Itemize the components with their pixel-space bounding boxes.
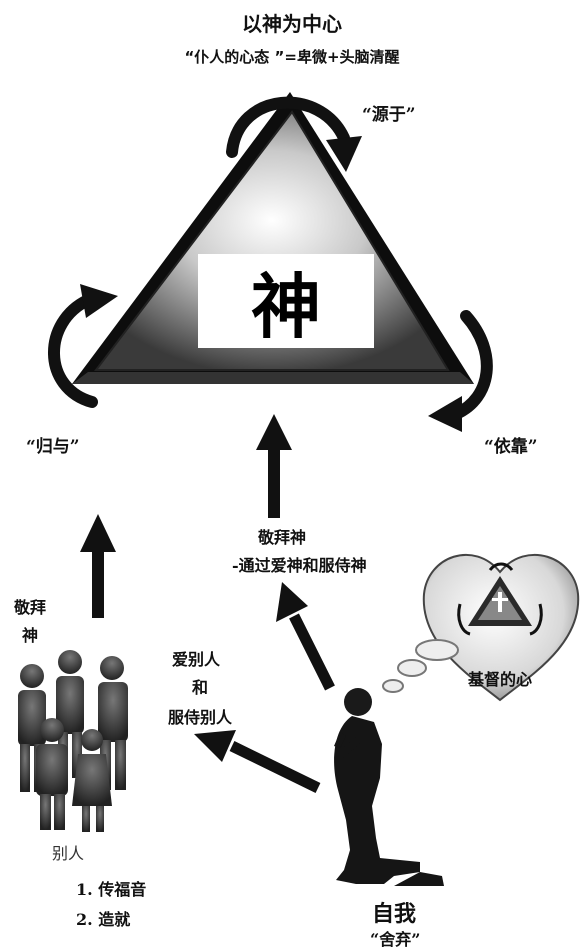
from-curved-arrow [226,96,362,172]
love-others-line3: 服侍别人 [168,708,233,727]
label-depend: “依靠” [484,437,538,457]
worship-left-line1: 敬拜 [14,598,47,617]
love-others-line2: 和 [192,678,209,697]
others-item-evangelism: 1. 传福音 [76,880,147,899]
up-arrow-to-triangle [256,414,292,518]
subtitle: “仆人的心态 ”=卑微+头脑清醒 [184,48,400,66]
thought-bubbles [382,639,459,693]
self-sub-label: “舍弃” [370,930,421,949]
group-of-people-figure [18,650,128,832]
arrow-self-to-others [194,730,321,793]
depend-curved-arrow [428,310,493,432]
kneeling-person-figure [334,688,444,886]
others-item-edification: 2. 造就 [76,910,131,929]
others-label: 别人 [52,844,85,863]
worship-left-line2: 神 [22,626,39,645]
label-return: “归与” [26,437,80,457]
worship-god-line1: 敬拜神 [258,528,307,547]
love-others-line1: 爱别人 [172,650,221,669]
worship-god-line2: -通过爱神和服侍神 [232,556,367,575]
center-word-god: 神 [198,254,374,348]
heart-of-christ-label: 基督的心 [468,670,533,689]
up-arrow-left [80,514,116,618]
heart-of-christ [422,554,580,702]
return-curved-arrow [48,284,118,408]
label-from: “源于” [362,105,416,125]
arrow-self-to-worship [276,582,335,691]
page-title: 以神为中心 [242,12,342,36]
self-label: 自我 [372,901,417,927]
